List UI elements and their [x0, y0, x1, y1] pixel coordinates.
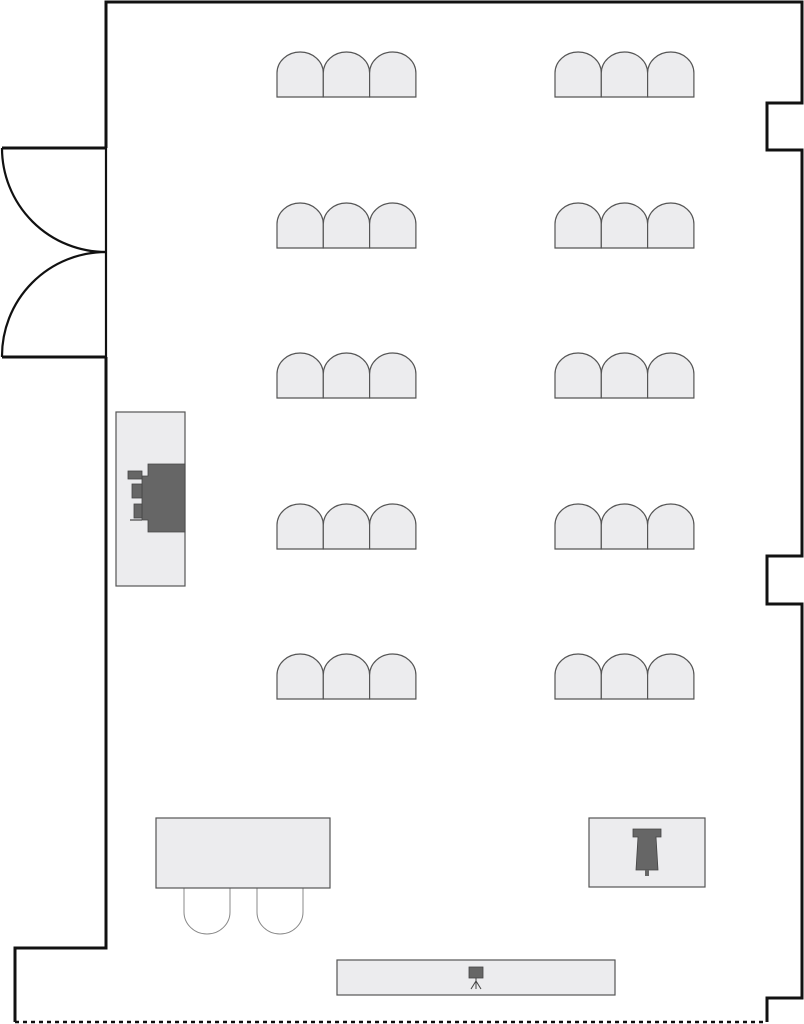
- chair[interactable]: [647, 352, 695, 399]
- av-console[interactable]: [115, 411, 186, 587]
- chair-row-left-5: [276, 653, 417, 700]
- double-door[interactable]: [0, 147, 108, 358]
- chair[interactable]: [322, 202, 371, 249]
- chair[interactable]: [276, 503, 324, 550]
- chair[interactable]: [554, 202, 602, 249]
- room-wall-lower: [13, 357, 108, 1022]
- screen-icon: [468, 966, 484, 979]
- chair[interactable]: [322, 653, 371, 700]
- chair[interactable]: [369, 653, 417, 700]
- chair[interactable]: [554, 51, 602, 98]
- chair[interactable]: [322, 503, 371, 550]
- stool-left: [183, 888, 231, 935]
- mixer-icon: [141, 463, 186, 533]
- chair[interactable]: [647, 503, 695, 550]
- door-swing-upper: [0, 147, 107, 254]
- chair[interactable]: [322, 352, 371, 399]
- chair[interactable]: [276, 51, 324, 98]
- chair[interactable]: [647, 202, 695, 249]
- lectern[interactable]: [588, 817, 706, 888]
- chair-row-right-1: [554, 51, 695, 98]
- screen-table[interactable]: [336, 959, 616, 996]
- chair-row-left-1: [276, 51, 417, 98]
- room-wall: [104, 0, 804, 1022]
- chair[interactable]: [647, 51, 695, 98]
- chair[interactable]: [554, 653, 602, 700]
- lectern-icon: [632, 828, 662, 871]
- chair-row-left-4: [276, 503, 417, 550]
- chair[interactable]: [369, 202, 417, 249]
- chair[interactable]: [600, 653, 649, 700]
- chair[interactable]: [369, 352, 417, 399]
- stool-right: [256, 888, 304, 935]
- seating-area: [276, 51, 695, 700]
- chair[interactable]: [600, 352, 649, 399]
- chair-row-right-5: [554, 653, 695, 700]
- chair-row-right-4: [554, 503, 695, 550]
- chair[interactable]: [276, 202, 324, 249]
- chair-row-right-2: [554, 202, 695, 249]
- chair[interactable]: [554, 352, 602, 399]
- chair-row-right-3: [554, 352, 695, 399]
- chair-row-left-2: [276, 202, 417, 249]
- chair[interactable]: [600, 51, 649, 98]
- chair-row-left-3: [276, 352, 417, 399]
- chair[interactable]: [322, 51, 371, 98]
- chair[interactable]: [600, 202, 649, 249]
- chair[interactable]: [600, 503, 649, 550]
- chair[interactable]: [369, 51, 417, 98]
- table-with-stools[interactable]: [155, 817, 331, 935]
- chair[interactable]: [369, 503, 417, 550]
- chair[interactable]: [276, 352, 324, 399]
- chair[interactable]: [276, 653, 324, 700]
- table: [155, 817, 331, 889]
- door-swing-lower: [0, 250, 107, 358]
- door-frame: [2, 146, 106, 359]
- chair[interactable]: [647, 653, 695, 700]
- chair[interactable]: [554, 503, 602, 550]
